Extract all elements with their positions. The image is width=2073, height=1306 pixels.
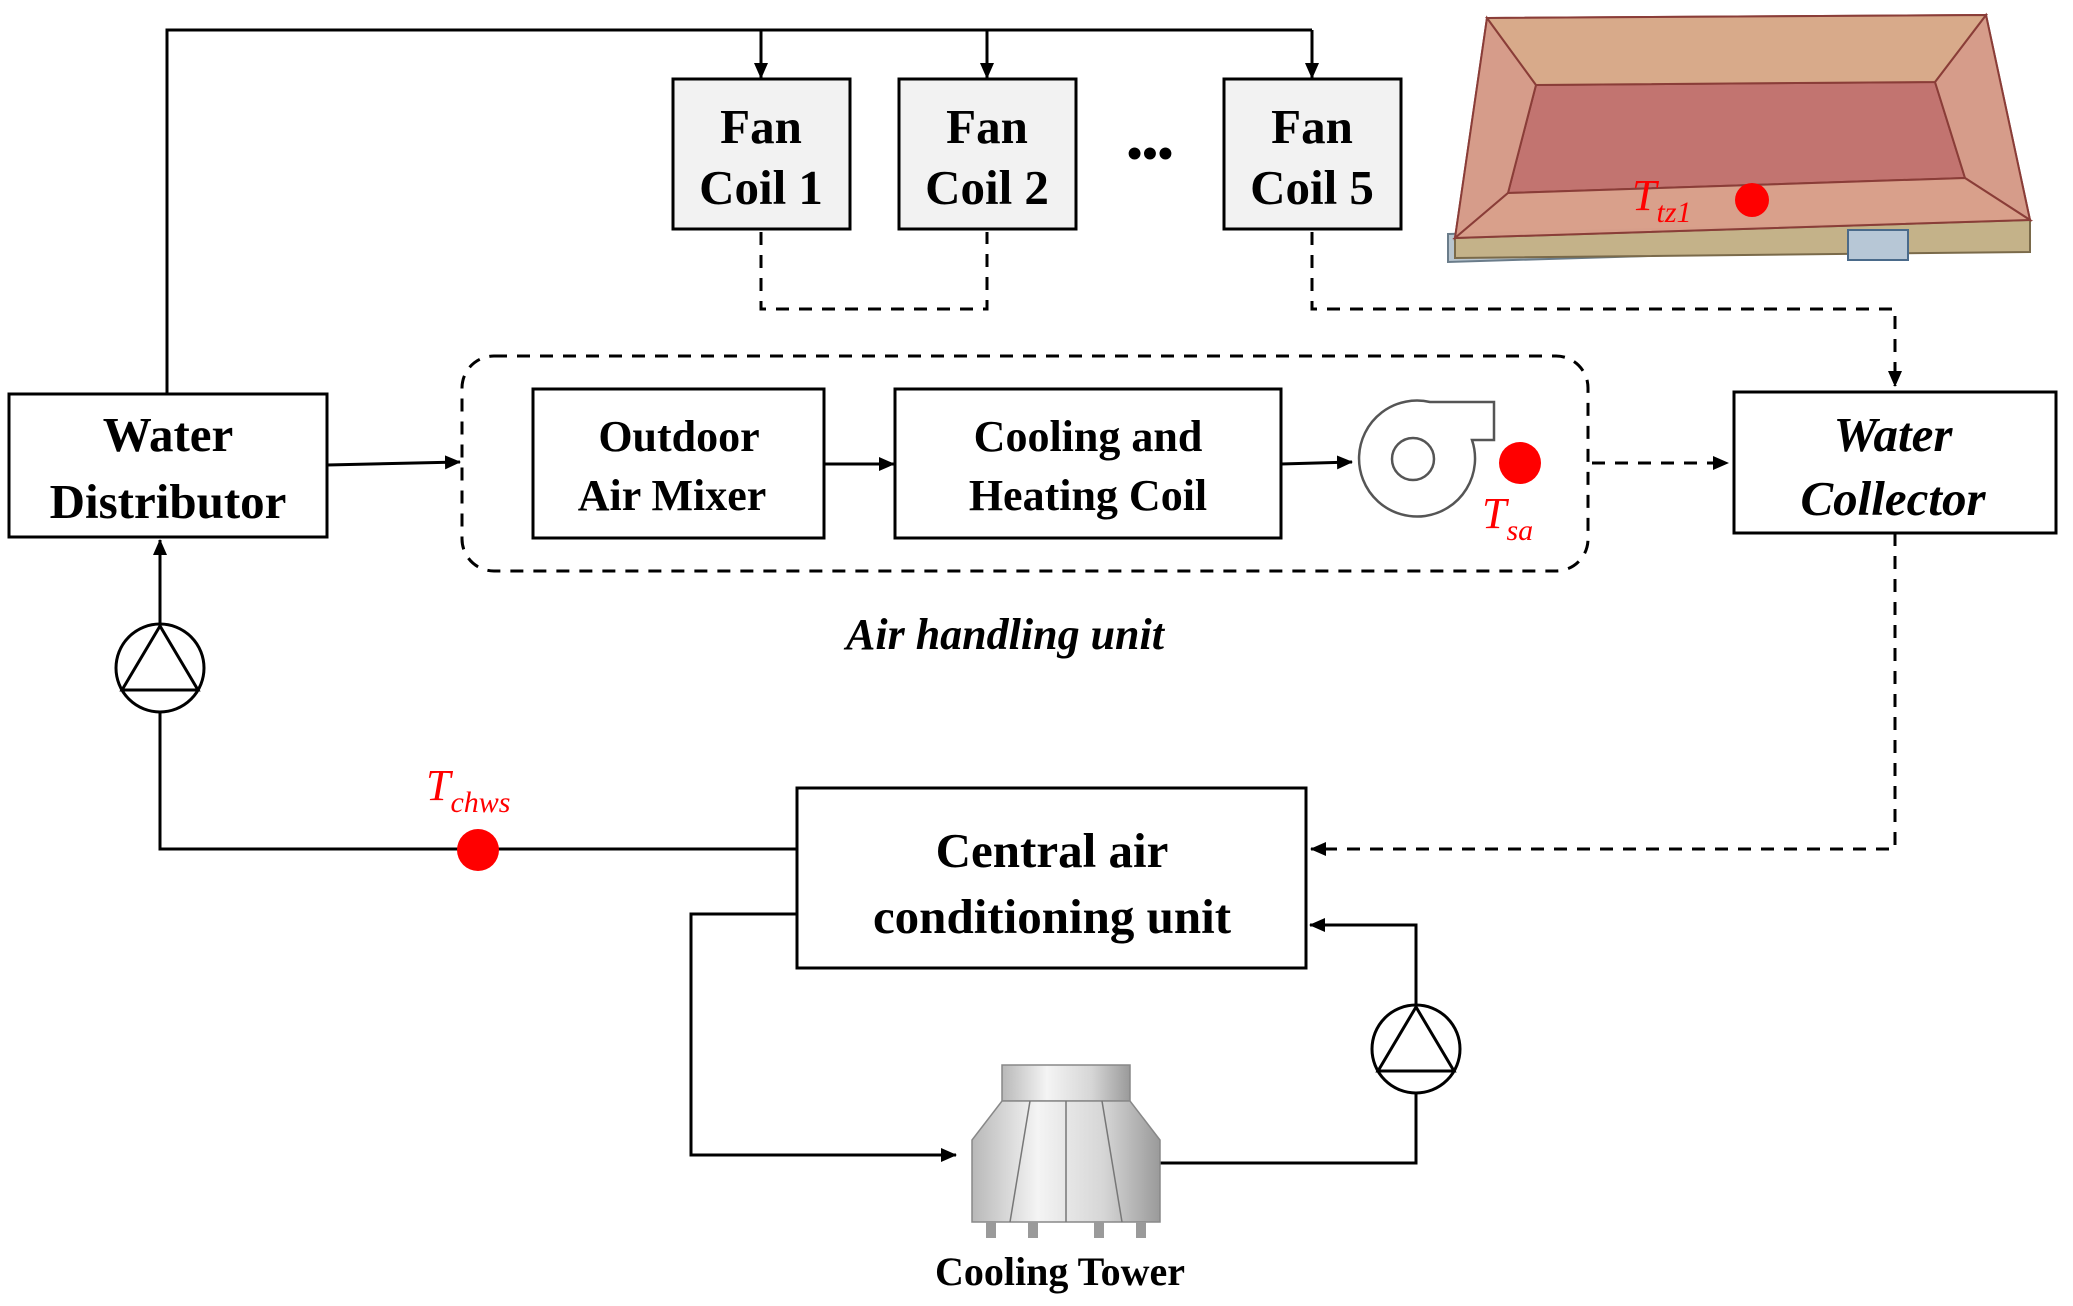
central-air-conditioning-unit: Central air conditioning unit — [795, 786, 1308, 970]
svg-text:Outdoor: Outdoor — [598, 412, 759, 461]
air-handling-unit: Air handling unit — [460, 354, 1590, 659]
fan-coil-5: Fan Coil 5 — [1222, 77, 1403, 231]
svg-text:Water: Water — [1834, 407, 1954, 462]
svg-text:Coil 1: Coil 1 — [699, 160, 823, 215]
cooling-and-heating-coil: Cooling and Heating Coil — [893, 387, 1283, 540]
fan-coil-return-pipes — [759, 232, 1902, 387]
zone-temperature-label: Ttz1 — [1632, 171, 1692, 229]
chilled-water-supply-temperature-label: Tchws — [426, 761, 510, 819]
supply-air-temperature-label: Tsa — [1482, 489, 1533, 547]
fan-coil-1: Fan Coil 1 — [671, 77, 852, 231]
svg-text:Heating Coil: Heating Coil — [969, 471, 1207, 520]
fan-coil-ellipsis: ••• — [1127, 129, 1173, 178]
chilled-water-supply-pipe — [153, 539, 797, 851]
svg-text:Fan: Fan — [720, 99, 802, 154]
svg-text:Air Mixer: Air Mixer — [578, 471, 767, 520]
water-distributor: Water Distributor — [7, 392, 329, 539]
supply-air-temperature-sensor — [1499, 442, 1541, 484]
condenser-water-pipes — [689, 912, 1418, 1165]
zone-temperature-sensor — [1735, 183, 1769, 217]
chilled-water-supply-temperature-sensor — [457, 829, 499, 871]
svg-text:conditioning unit: conditioning unit — [873, 889, 1232, 944]
water-collector: Water Collector — [1732, 390, 2058, 535]
distributor-to-ahu-pipe — [326, 455, 461, 470]
supply-pipes-to-fan-coils — [165, 28, 1319, 394]
svg-text:Central air: Central air — [936, 823, 1169, 878]
collector-to-central-unit-pipe — [1310, 533, 1897, 856]
svg-text:Distributor: Distributor — [50, 474, 287, 529]
fan-coil-2: Fan Coil 2 — [897, 77, 1078, 231]
cooling-tower-icon — [971, 1064, 1161, 1238]
svg-text:Collector: Collector — [1800, 471, 1986, 526]
outdoor-air-mixer: Outdoor Air Mixer — [531, 387, 826, 540]
svg-text:Coil 2: Coil 2 — [925, 160, 1049, 215]
svg-text:Fan: Fan — [946, 99, 1028, 154]
svg-text:Fan: Fan — [1271, 99, 1353, 154]
pump-icon — [1370, 1003, 1462, 1095]
svg-text:Coil 5: Coil 5 — [1250, 160, 1374, 215]
thermal-zone-model: Ttz1 — [1447, 12, 2034, 264]
air-handling-unit-label: Air handling unit — [843, 610, 1166, 659]
supply-fan-icon — [1357, 399, 1496, 518]
svg-text:Cooling and: Cooling and — [974, 412, 1203, 461]
pump-icon — [114, 622, 206, 714]
svg-text:Water: Water — [103, 407, 234, 462]
cooling-tower-label: Cooling Tower — [935, 1249, 1185, 1294]
